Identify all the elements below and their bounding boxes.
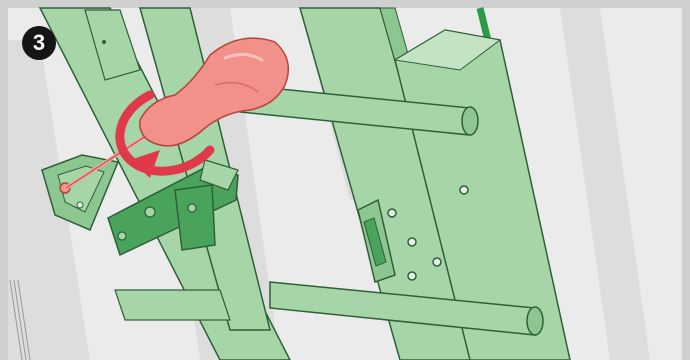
step-number-badge: 3: [22, 26, 56, 60]
bottom-block: [115, 290, 230, 320]
upper-block-hole: [102, 40, 106, 44]
